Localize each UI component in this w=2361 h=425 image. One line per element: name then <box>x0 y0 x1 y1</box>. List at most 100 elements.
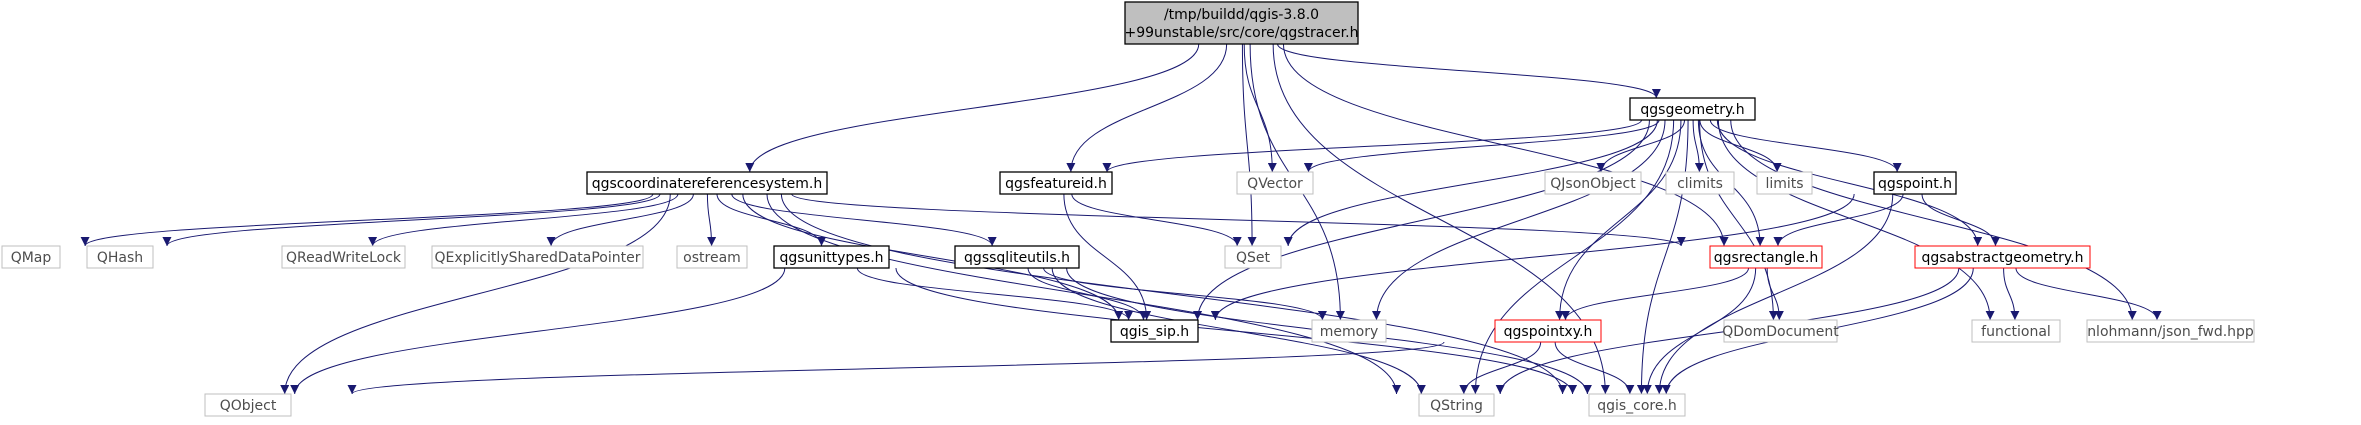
node-featureid[interactable]: qgsfeatureid.h <box>999 171 1113 195</box>
edge-crs-to-ostream <box>706 193 717 247</box>
node-pointxy-box <box>1494 319 1602 343</box>
node-qgspoint[interactable]: qgspoint.h <box>1873 171 1957 195</box>
node-ostream-box <box>676 245 748 269</box>
node-functional-box <box>1971 319 2061 343</box>
edge-crs-to-qexplicit <box>546 193 694 247</box>
node-qexplicit-label: QExplicitlySharedDataPointer <box>435 250 641 266</box>
node-geometry-label: qgsgeometry.h <box>1640 102 1744 118</box>
edge-geometry-to-nlohmann <box>1730 119 2137 321</box>
node-featureid-label: qgsfeatureid.h <box>1005 176 1107 192</box>
edge-rectangle-to-qdomdocument <box>1766 267 1784 321</box>
node-qset-box <box>1224 245 1282 269</box>
edge-crs-to-qstring <box>766 193 1401 395</box>
edge-geometry-to-limits <box>1699 119 1782 173</box>
node-qmap-label: QMap <box>11 250 52 266</box>
edge-rectangle-to-qgiscore <box>1642 267 1757 395</box>
node-qhash: QHash <box>86 245 154 269</box>
node-qgiscore-box <box>1588 393 1686 417</box>
node-unittypes[interactable]: qgsunittypes.h <box>773 245 890 269</box>
node-qjsonobject-label: QJsonObject <box>1550 176 1636 192</box>
edge-geometry-to-functional <box>1717 119 1995 321</box>
node-sip-label: qgis_sip.h <box>1120 324 1189 340</box>
node-climits-box <box>1665 171 1735 195</box>
edge-pointxy-to-qobject <box>347 341 1445 395</box>
edge-unittypes-to-sip <box>856 267 1134 321</box>
node-climits: climits <box>1665 171 1735 195</box>
edge-abstractgeom-to-functional <box>2003 267 2020 321</box>
node-qvector-label: QVector <box>1247 176 1303 192</box>
edge-crs-to-qobject <box>280 193 671 395</box>
node-tracer-label: +99unstable/src/core/qgstracer.h <box>1125 25 1359 41</box>
edges-layer <box>80 43 2162 395</box>
edge-geometry-to-pointxy <box>1555 119 1682 321</box>
node-memory-box <box>1311 319 1387 343</box>
node-qobject-box <box>204 393 292 417</box>
edge-geometry-to-sip <box>1193 119 1650 321</box>
node-qset-label: QSet <box>1236 250 1271 266</box>
node-sip-box <box>1110 319 1199 343</box>
edge-unittypes-to-qobject <box>290 267 786 395</box>
node-memory-label: memory <box>1320 324 1379 340</box>
edge-geometry-to-qgiscore <box>1636 119 1689 395</box>
node-limits-label: limits <box>1765 176 1803 192</box>
node-qgspoint-box <box>1873 171 1957 195</box>
node-crs-label: qgscoordinatereferencesystem.h <box>592 176 823 192</box>
node-rectangle[interactable]: qgsrectangle.h <box>1709 245 1823 269</box>
node-rectangle-box <box>1709 245 1823 269</box>
edge-geometry-to-featureid <box>1102 119 1643 173</box>
edge-featureid-to-sip <box>1063 193 1152 321</box>
node-abstractgeom-label: qgsabstractgeometry.h <box>1921 250 2083 266</box>
node-tracer[interactable]: /tmp/buildd/qgis-3.8.0+99unstable/src/co… <box>1124 1 1359 45</box>
node-limits: limits <box>1756 171 1813 195</box>
node-qstring-box <box>1418 393 1495 417</box>
edge-qgspoint-to-abstractgeom <box>1921 193 2000 247</box>
node-sip[interactable]: qgis_sip.h <box>1110 319 1199 343</box>
node-qmap-box <box>1 245 61 269</box>
node-qgiscore-label: qgis_core.h <box>1597 398 1677 414</box>
node-crs[interactable]: qgscoordinatereferencesystem.h <box>586 171 828 195</box>
edge-sqliteutils-to-sip <box>1027 267 1148 321</box>
node-geometry[interactable]: qgsgeometry.h <box>1629 97 1756 121</box>
node-limits-box <box>1756 171 1813 195</box>
node-qhash-box <box>86 245 154 269</box>
edge-geometry-to-qgspoint <box>1709 119 1902 173</box>
edge-crs-to-qrwlock <box>368 193 679 247</box>
node-crs-box <box>586 171 828 195</box>
edge-qgspoint-to-qgiscore <box>1654 193 1894 395</box>
edge-geometry-to-qdomdocument <box>1699 119 1778 321</box>
node-qexplicit-box <box>431 245 644 269</box>
node-abstractgeom[interactable]: qgsabstractgeometry.h <box>1914 245 2091 269</box>
edge-tracer-to-crs <box>745 43 1200 173</box>
node-rectangle-label: qgsrectangle.h <box>1714 250 1818 266</box>
node-qvector: QVector <box>1236 171 1314 195</box>
edge-crs-to-rectangle <box>791 193 1686 247</box>
edge-crs-to-qmap <box>80 193 654 247</box>
node-memory: memory <box>1311 319 1387 343</box>
node-ostream-label: ostream <box>683 250 741 266</box>
node-qset: QSet <box>1224 245 1282 269</box>
node-pointxy[interactable]: qgspointxy.h <box>1494 319 1602 343</box>
node-qstring: QString <box>1418 393 1495 417</box>
node-qjsonobject: QJsonObject <box>1544 171 1642 195</box>
node-abstractgeom-box <box>1914 245 2091 269</box>
edge-tracer-to-featureid <box>1066 43 1228 173</box>
node-qobject-label: QObject <box>220 398 277 414</box>
node-pointxy-label: qgspointxy.h <box>1504 324 1593 340</box>
node-qmap: QMap <box>1 245 61 269</box>
node-unittypes-label: qgsunittypes.h <box>779 250 883 266</box>
edge-qgspoint-to-sip <box>1210 193 1855 321</box>
node-qdomdocument-label: QDomDocument <box>1722 324 1839 340</box>
edge-geometry-to-memory <box>1372 119 1666 321</box>
edge-featureid-to-qset <box>1071 193 1242 247</box>
node-functional: functional <box>1971 319 2061 343</box>
edge-tracer-to-geometry <box>1277 43 1661 99</box>
node-qexplicit: QExplicitlySharedDataPointer <box>431 245 644 269</box>
edge-crs-to-qgiscore <box>780 193 1568 395</box>
node-nlohmann-label: nlohmann/json_fwd.hpp <box>2087 324 2254 340</box>
node-geometry-box <box>1629 97 1756 121</box>
node-sqliteutils[interactable]: qgssqliteutils.h <box>954 245 1080 269</box>
node-qgiscore: qgis_core.h <box>1588 393 1686 417</box>
edge-geometry-to-qstring <box>1470 119 1675 395</box>
node-qhash-label: QHash <box>97 250 143 266</box>
